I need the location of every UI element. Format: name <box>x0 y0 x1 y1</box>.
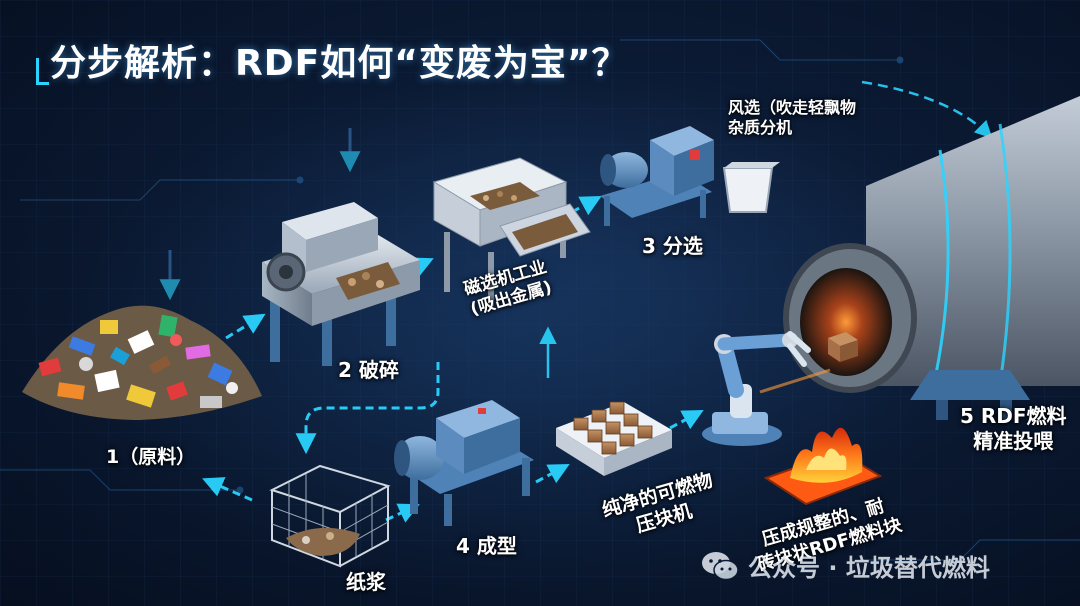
sort-note-label: 风选（吹走轻飘物 杂质分机 <box>728 98 857 137</box>
flow-arrow-magnet-to-sort <box>571 196 602 216</box>
page-title: 分步解析：RDF如何“变废为宝”？ <box>50 43 629 84</box>
flow-arrow-top-curve <box>861 80 993 139</box>
paper-pulp-cage <box>269 464 391 568</box>
step-label-crush: 2 破碎 <box>338 358 399 382</box>
flow-arrow-raw-to-crush <box>225 313 266 340</box>
title-accent-mark <box>36 58 49 85</box>
wechat-icon <box>702 551 739 580</box>
forming-machine <box>394 400 534 526</box>
step-label-form: 4 成型 <box>456 534 517 558</box>
air-separator <box>600 126 780 226</box>
shredder-machine <box>262 202 420 366</box>
step-label-raw: 1（原料） <box>106 446 196 468</box>
flow-arrow-press-to-robot <box>669 410 704 430</box>
watermark: 公众号 · 垃圾替代燃料 <box>700 548 990 583</box>
rotary-kiln <box>783 96 1080 420</box>
raw-waste-pile <box>22 305 262 420</box>
step-label-feed: 5 RDF燃料 精准投喂 <box>960 404 1067 453</box>
watermark-text: 公众号 · 垃圾替代燃料 <box>748 554 990 582</box>
robotic-feeding-arm <box>702 331 831 446</box>
step-label-paper: 纸浆 <box>346 570 386 594</box>
flow-arrow-form-to-press <box>535 464 570 484</box>
magnetic-separator <box>432 157 591 306</box>
flow-arrow-side-return <box>202 477 253 502</box>
step-label-sort: 3 分选 <box>642 234 703 258</box>
compressed-fuel-blocks <box>556 401 672 476</box>
burning-fuel-tray <box>763 427 883 506</box>
flow-arrow-crush-to-paper <box>295 362 440 455</box>
